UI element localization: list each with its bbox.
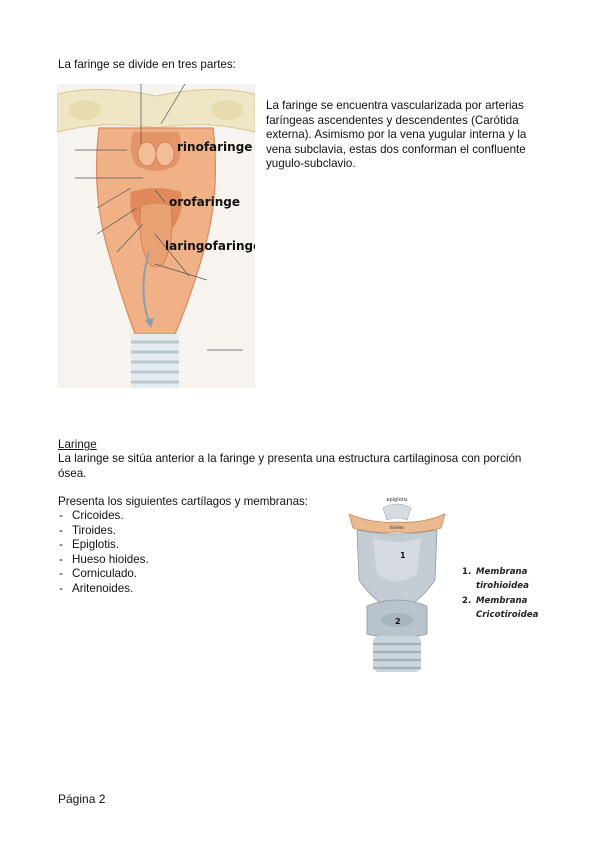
marker-2: 2 xyxy=(395,617,401,626)
cartilage-list: Cricoides. Tiroides. Epiglotis. Hueso hi… xyxy=(58,509,149,597)
list-item: Tiroides. xyxy=(58,524,149,539)
page-number: Página 2 xyxy=(58,792,106,806)
legend-line: Membrana xyxy=(476,595,528,606)
legend-number: 1. xyxy=(462,567,472,577)
vascular-paragraph: La faringe se encuentra vascularizada po… xyxy=(266,99,527,171)
list-item: Hueso hioides. xyxy=(58,553,149,568)
label-orofaringe: orofaringe xyxy=(169,195,240,209)
legend-item: 2. Membrana Cricotiroidea xyxy=(462,594,538,623)
legend-item: 1. Membrana tirohioidea xyxy=(462,565,538,594)
cartilage-intro: Presenta los siguientes cartílagos y mem… xyxy=(58,495,309,508)
intro-text: La faringe se divide en tres partes: xyxy=(58,58,236,71)
pharynx-illustration: rinofaringe orofaringe laringofaringe xyxy=(57,84,255,388)
larynx-paragraph: La laringe se sitúa anterior a la faring… xyxy=(58,452,522,480)
legend-number: 2. xyxy=(462,595,472,606)
list-item: Epiglotis. xyxy=(58,538,149,553)
list-item: Corniculado. xyxy=(58,567,149,582)
list-item: Cricoides. xyxy=(58,509,149,524)
label-rinofaringe: rinofaringe xyxy=(177,140,252,154)
legend-line: Cricotiroidea xyxy=(476,609,539,620)
label-hioides: hioides xyxy=(390,525,404,530)
larynx-illustration: epiglotis hioides 1 2 xyxy=(348,497,446,672)
list-item: Aritenoides. xyxy=(58,582,149,597)
marker-1: 1 xyxy=(400,551,406,560)
membrane-legend: 1. Membrana tirohioidea 2. Membrana Cric… xyxy=(462,565,538,622)
label-epiglotis: epiglotis xyxy=(386,497,408,503)
legend-line: tirohioidea xyxy=(476,581,529,592)
legend-line: Membrana xyxy=(476,567,528,577)
label-laringofaringe: laringofaringe xyxy=(165,239,255,253)
larynx-heading: Laringe xyxy=(58,438,97,451)
